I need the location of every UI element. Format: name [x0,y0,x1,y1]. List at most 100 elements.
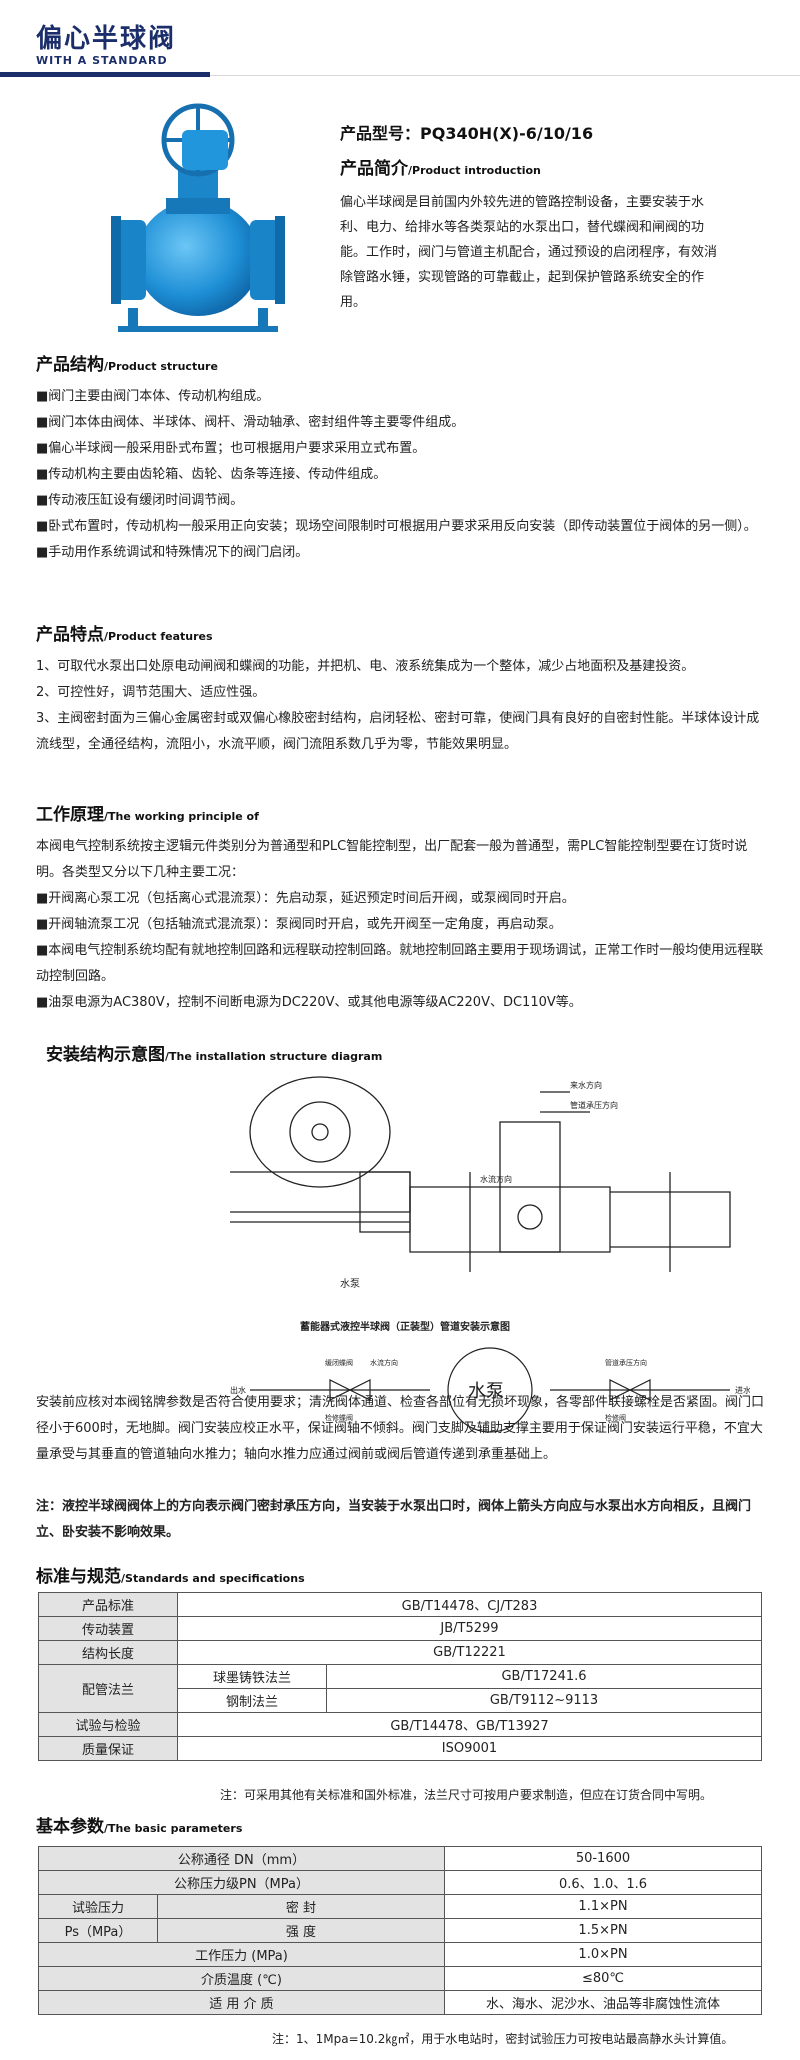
table-cell: 水、海水、泥沙水、油品等非腐蚀性流体 [443,1990,763,2015]
standards-heading-en: /Standards and specifications [121,1572,305,1585]
structure-heading: 产品结构/Product structure [36,350,218,375]
install-heading-cn: 安装结构示意图 [46,1045,165,1065]
valve-illustration [111,103,285,332]
params-note: 注：1、1Mpa=10.2㎏㎡，用于水电站时，密封试验压力可按电站最高静水头计算… [272,2032,734,2046]
intro-heading: 产品简介/Product introduction [340,154,541,179]
structure-heading-cn: 产品结构 [36,355,104,375]
principle-list: 本阀电气控制系统按主逻辑元件类别分为普通型和PLC智能控制型，出厂配套一般为普通… [36,834,766,1016]
table-cell: 钢制法兰 [177,1688,327,1713]
table-cell: 配管法兰 [38,1664,178,1713]
table-cell: 结构长度 [38,1640,178,1665]
principle-heading-en: /The working principle of [104,810,259,823]
table-cell: 公称压力级PN（MPa） [38,1870,445,1895]
table-cell: 球墨铸铁法兰 [177,1664,327,1689]
schematic-l2: 检修蝶阀 [325,1413,353,1422]
table-row: 公称压力级PN（MPa）0.6、1.0、1.6 [38,1870,763,1895]
diagram-label-l3: 水流方向 [480,1174,512,1184]
table-cell: 工作压力 (MPa) [38,1942,445,1967]
principle-heading: 工作原理/The working principle of [36,800,259,825]
features-list: 1、可取代水泵出口处原电动闸阀和蝶阀的功能，并把机、电、液系统集成为一个整体，减… [36,654,766,758]
standards-note: 注：可采用其他有关标准和国外标准，法兰尺寸可按用户要求制造，但应在订货合同中写明… [220,1788,713,1802]
standards-heading: 标准与规范/Standards and specifications [36,1562,305,1587]
install-text: 安装前应核对本阀铭牌参数是否符合使用要求；清洗阀体通道、检查各部位有无损坏现象，… [36,1395,765,1462]
list-item: ■传动液压缸设有缓闭时间调节阀。 [36,493,244,508]
table-cell: 1.1×PN [443,1894,763,1919]
schematic-l1: 缓闭蝶阀 [325,1358,353,1367]
page-subtitle: WITH A STANDARD [36,54,168,67]
table-cell: GB/T14478、CJ/T283 [177,1592,762,1617]
list-item: 2、可控性好，调节范围大、适应性强。 [36,685,266,700]
install-note: 注：液控半球阀阀体上的方向表示阀门密封承压方向，当安装于水泵出口时，阀体上箭头方… [36,1499,752,1540]
principle-heading-cn: 工作原理 [36,805,104,825]
table-cell: GB/T17241.6 [326,1664,762,1689]
schematic-pump-label: 水泵 [468,1381,504,1402]
intro-text: 偏心半球阀是目前国内外较先进的管路控制设备，主要安装于水利、电力、给排水等各类泵… [340,195,718,310]
list-item: ■本阀电气控制系统均配有就地控制回路和远程联动控制回路。就地控制回路主要用于现场… [36,943,764,984]
table-cell: 质量保证 [38,1736,178,1761]
table-cell: 产品标准 [38,1592,178,1617]
standards-heading-cn: 标准与规范 [36,1567,121,1587]
params-heading-cn: 基本参数 [36,1817,104,1837]
table-cell: 公称通径 DN（mm） [38,1846,445,1871]
table-row: 介质温度 (℃)≤80℃ [38,1966,763,1991]
table-cell: JB/T5299 [177,1616,762,1641]
features-heading: 产品特点/Product features [36,620,213,645]
table-cell: GB/T12221 [177,1640,762,1665]
table-cell: ≤80℃ [443,1966,763,1991]
table-cell: 传动装置 [38,1616,178,1641]
schematic-l6: 管道承压方向 [605,1358,647,1367]
schematic-inlet-label: 出水 [230,1385,246,1395]
intro-heading-en: /Product introduction [408,164,541,177]
table-cell: 强 度 [157,1918,445,1943]
table-cell: GB/T9112~9113 [326,1688,762,1713]
install-heading: 安装结构示意图/The installation structure diagr… [46,1040,382,1065]
params-table: 公称通径 DN（mm）50-1600 公称压力级PN（MPa）0.6、1.0、1… [38,1846,763,2015]
table-cell: 密 封 [157,1894,445,1919]
table-cell: 50-1600 [443,1846,763,1871]
page-title: 偏心半球阀 [36,24,177,54]
list-item: ■开阀离心泵工况（包括离心式混流泵）：先启动泵，延迟预定时间后开阀，或泵阀同时开… [36,891,575,906]
product-model: 产品型号：PQ340H(X)-6/10/16 [340,124,594,143]
diagram-label-l4: 管道承压方向 [570,1100,618,1110]
schematic-l7: 水流方向 [370,1358,398,1367]
list-item: ■手动用作系统调试和特殊情况下的阀门启闭。 [36,545,309,560]
table-cell: 试验压力 [38,1894,158,1919]
list-item: 3、主阀密封面为三偏心金属密封或双偏心橡胶密封结构，启闭轻松、密封可靠，使阀门具… [36,711,760,752]
table-cell: 介质温度 (℃) [38,1966,445,1991]
structure-list: ■阀门主要由阀门本体、传动机构组成。 ■阀门本体由阀体、半球体、阀杆、滑动轴承、… [36,384,766,566]
table-cell: 试验与检验 [38,1712,178,1737]
table-cell: GB/T14478、GB/T13927 [177,1712,762,1737]
list-item: ■卧式布置时，传动机构一般采用正向安装；现场空间限制时可根据用户要求采用反向安装… [36,519,757,534]
table-cell: 1.0×PN [443,1942,763,1967]
list-item: ■开阀轴流泵工况（包括轴流式混流泵）：泵阀同时开启，或先开阀至一定角度，再启动泵… [36,917,562,932]
params-heading: 基本参数/The basic parameters [36,1812,242,1837]
table-cell: ISO9001 [177,1736,762,1761]
list-item: ■传动机构主要由齿轮箱、齿轮、齿条等连接、传动件组成。 [36,467,387,482]
table-row: 工作压力 (MPa)1.0×PN [38,1942,763,1967]
list-item: ■油泵电源为AC380V，控制不间断电源为DC220V、或其他电源等级AC220… [36,995,582,1010]
diagram-label-l8: 来水方向 [570,1080,602,1090]
structure-heading-en: /Product structure [104,360,218,373]
table-cell: 1.5×PN [443,1918,763,1943]
table-row: 适 用 介 质水、海水、泥沙水、油品等非腐蚀性流体 [38,1990,763,2015]
diagram-caption: 蓄能器式液控半球阀（正装型）管道安装示意图 [300,1322,510,1333]
table-row: 公称通径 DN（mm）50-1600 [38,1846,763,1871]
table-cell: Ps（MPa） [38,1918,158,1943]
schematic-l5: 检修阀 [605,1413,626,1422]
list-item: ■偏心半球阀一般采用卧式布置；也可根据用户要求采用立式布置。 [36,441,426,456]
header-bar [0,72,210,77]
install-diagram: 水泵 来水方向 管道承压方向 水流方向 [230,1076,731,1290]
pump-schematic: 水泵 出水 进水 缓闭蝶阀 检修蝶阀 管道承压方向 检修阀 水流方向 [230,1347,750,1433]
table-cell: 0.6、1.0、1.6 [443,1870,763,1895]
diagram-label-pump: 水泵 [340,1278,360,1290]
list-item: 本阀电气控制系统按主逻辑元件类别分为普通型和PLC智能控制型，出厂配套一般为普通… [36,839,748,880]
